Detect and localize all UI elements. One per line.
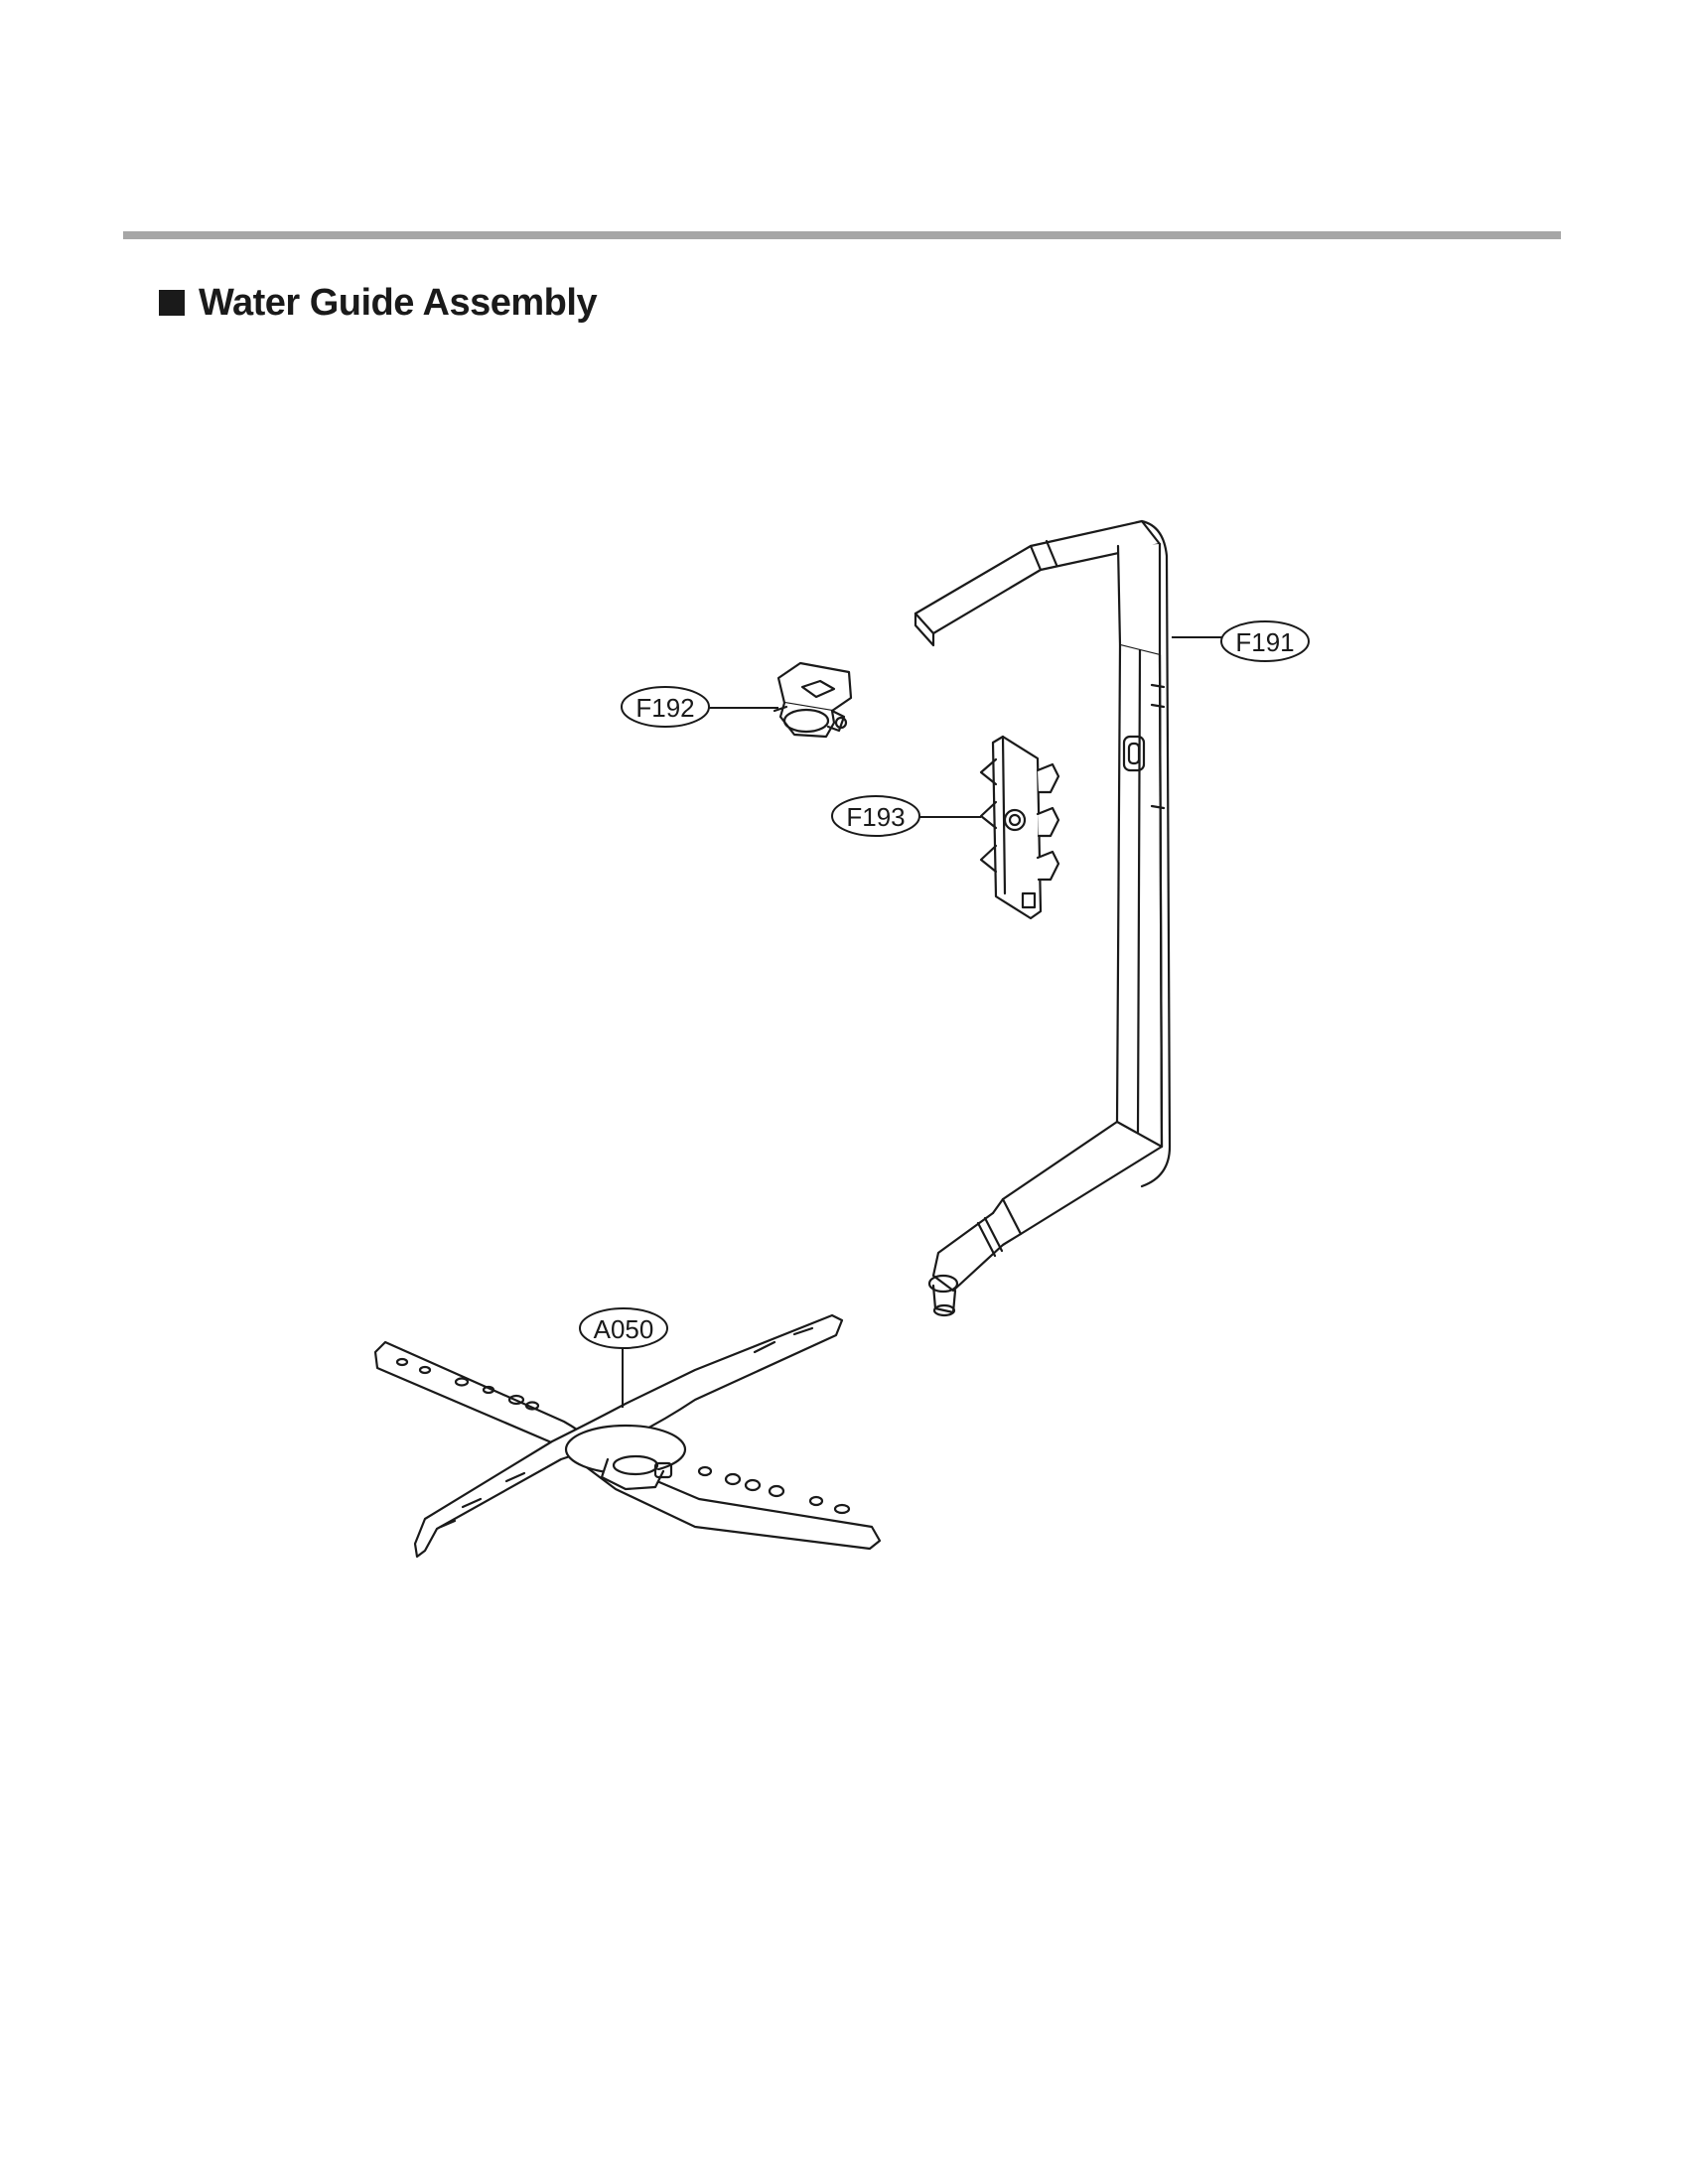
- callout-label-f193: F193: [846, 802, 905, 832]
- section-heading: Water Guide Assembly: [159, 280, 598, 326]
- callout-label-a050: A050: [594, 1314, 654, 1344]
- clip-part: [773, 661, 853, 739]
- square-bullet-icon: [159, 290, 185, 316]
- spray-arm: [373, 1313, 882, 1559]
- callout-f192: F192: [621, 686, 778, 728]
- water-guide-pipe: [914, 519, 1172, 1317]
- callout-label-f191: F191: [1235, 627, 1294, 657]
- callout-f193: F193: [831, 795, 981, 837]
- callout-label-f192: F192: [635, 693, 694, 723]
- section-title: Water Guide Assembly: [199, 281, 598, 324]
- header-rule: [123, 231, 1561, 239]
- callout-f191: F191: [1172, 620, 1310, 662]
- callout-a050: A050: [579, 1307, 668, 1408]
- holder-bracket: [979, 735, 1060, 920]
